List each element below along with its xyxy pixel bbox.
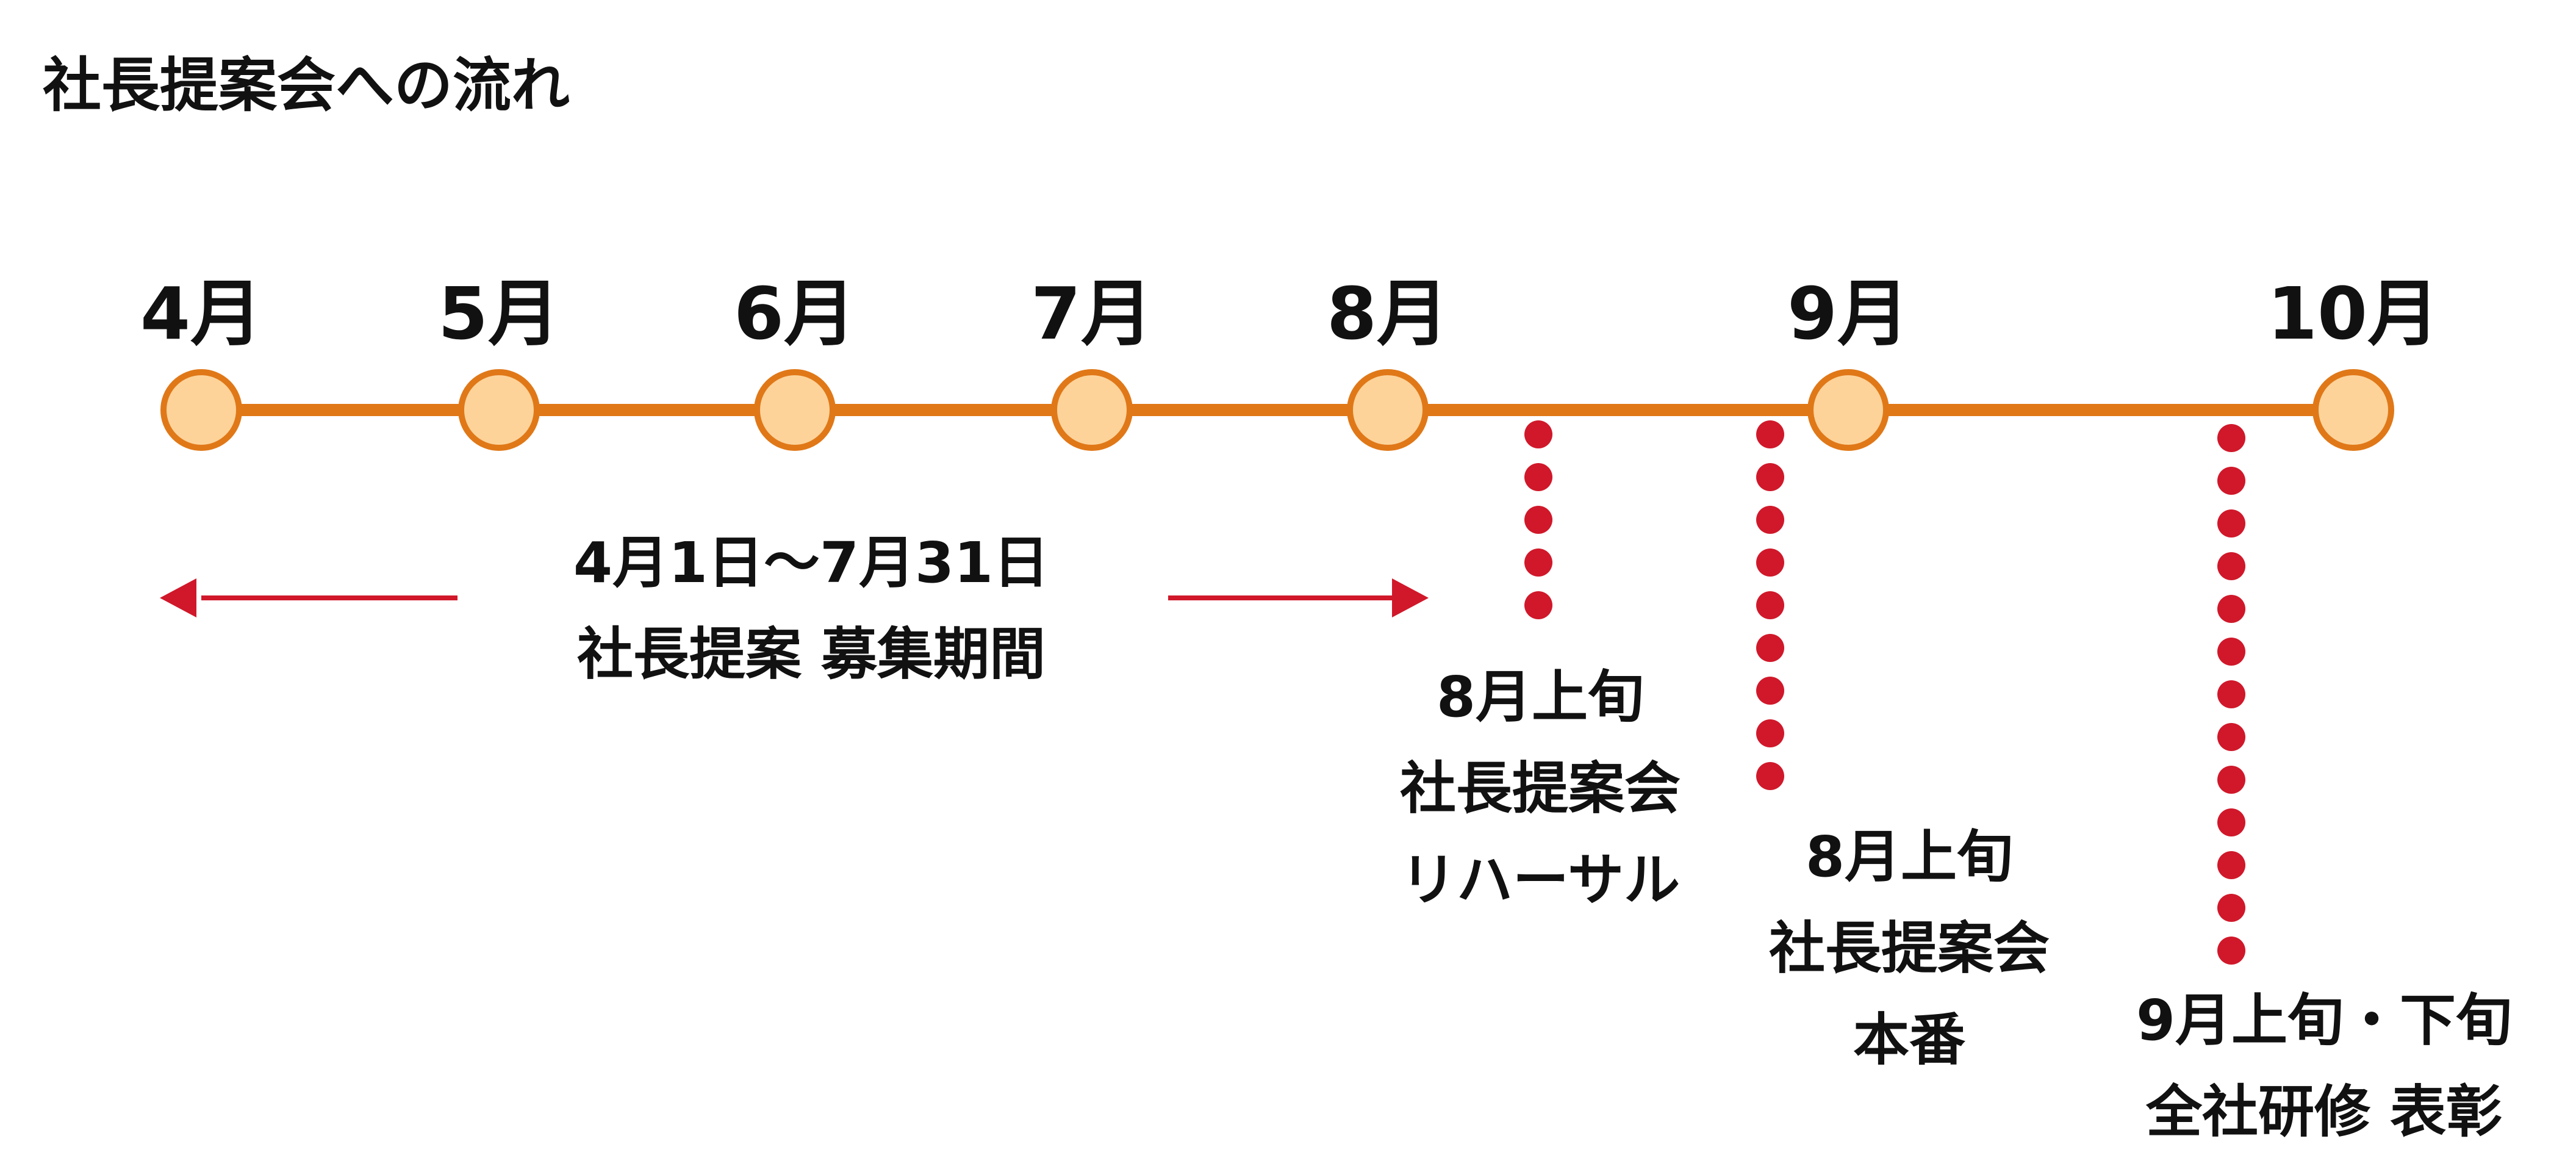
period-arrow-right	[1168, 578, 1429, 617]
main-connector-dot	[1756, 420, 1784, 448]
event-main: 8月上旬 社長提案会 本番	[1635, 811, 2184, 1086]
month-label-sep: 9月	[1787, 272, 1910, 356]
event-training-name: 全社研修 表彰	[2145, 1079, 2503, 1145]
rehearsal-connector-dot	[1524, 463, 1552, 491]
event-main-kind: 本番	[1853, 1007, 1965, 1073]
month-node-may	[458, 369, 540, 451]
month-label-jul: 7月	[1030, 272, 1153, 356]
main-connector-dot	[1756, 591, 1784, 619]
main-connector-dot	[1756, 463, 1784, 491]
month-node-oct	[2312, 369, 2394, 451]
main-connector-dot	[1756, 677, 1784, 705]
month-label-apr: 4月	[140, 272, 263, 356]
event-rehearsal-date: 8月上旬	[1436, 664, 1644, 730]
main-connector-dot	[1756, 719, 1784, 747]
training-connector-dot	[2217, 680, 2245, 708]
training-connector-dot	[2217, 595, 2245, 623]
training-connector-dot	[2217, 723, 2245, 751]
training-connector-dot	[2217, 808, 2245, 836]
month-label-aug: 8月	[1326, 272, 1449, 356]
event-training-date: 9月上旬・下旬	[2136, 988, 2512, 1053]
training-connector-dot	[2217, 467, 2245, 495]
dotted-connector-rehearsal	[1524, 420, 1552, 619]
period-dates: 4月1日〜7月31日	[573, 530, 1050, 595]
rehearsal-connector-dot	[1524, 591, 1552, 619]
training-connector-dot	[2217, 851, 2245, 879]
event-main-date: 8月上旬	[1805, 824, 2013, 890]
training-connector-dot	[2217, 552, 2245, 580]
training-connector-dot	[2217, 766, 2245, 794]
month-node-apr	[160, 369, 242, 451]
month-label-jun: 6月	[733, 272, 856, 356]
rehearsal-connector-dot	[1524, 548, 1552, 577]
page-title: 社長提案会への流れ	[43, 51, 570, 120]
month-node-jun	[754, 369, 836, 451]
period-label: 社長提案 募集期間	[576, 622, 1046, 687]
period-caption: 4月1日〜7月31日 社長提案 募集期間	[537, 517, 1086, 700]
dotted-connector-training	[2217, 424, 2245, 965]
main-connector-dot	[1756, 506, 1784, 534]
month-node-aug	[1347, 369, 1429, 451]
training-connector-dot	[2217, 424, 2245, 452]
rehearsal-connector-dot	[1524, 420, 1552, 448]
training-connector-dot	[2217, 638, 2245, 666]
main-connector-dot	[1756, 634, 1784, 662]
rehearsal-connector-dot	[1524, 506, 1552, 534]
month-label-may: 5月	[437, 272, 561, 356]
period-arrow-left	[160, 578, 457, 617]
month-node-jul	[1051, 369, 1133, 451]
event-rehearsal-name: 社長提案会	[1399, 756, 1681, 821]
main-connector-dot	[1756, 548, 1784, 577]
event-main-name: 社長提案会	[1768, 916, 2050, 981]
training-connector-dot	[2217, 894, 2245, 922]
month-node-sep	[1807, 369, 1889, 451]
event-training: 9月上旬・下旬 全社研修 表彰	[2080, 975, 2568, 1158]
training-connector-dot	[2217, 509, 2245, 538]
month-label-oct: 10月	[2267, 272, 2440, 356]
event-rehearsal-kind: リハーサル	[1400, 847, 1681, 913]
main-connector-dot	[1756, 762, 1784, 790]
training-connector-dot	[2217, 937, 2245, 965]
event-rehearsal: 8月上旬 社長提案会 リハーサル	[1266, 652, 1815, 926]
dotted-connector-main	[1756, 420, 1784, 790]
